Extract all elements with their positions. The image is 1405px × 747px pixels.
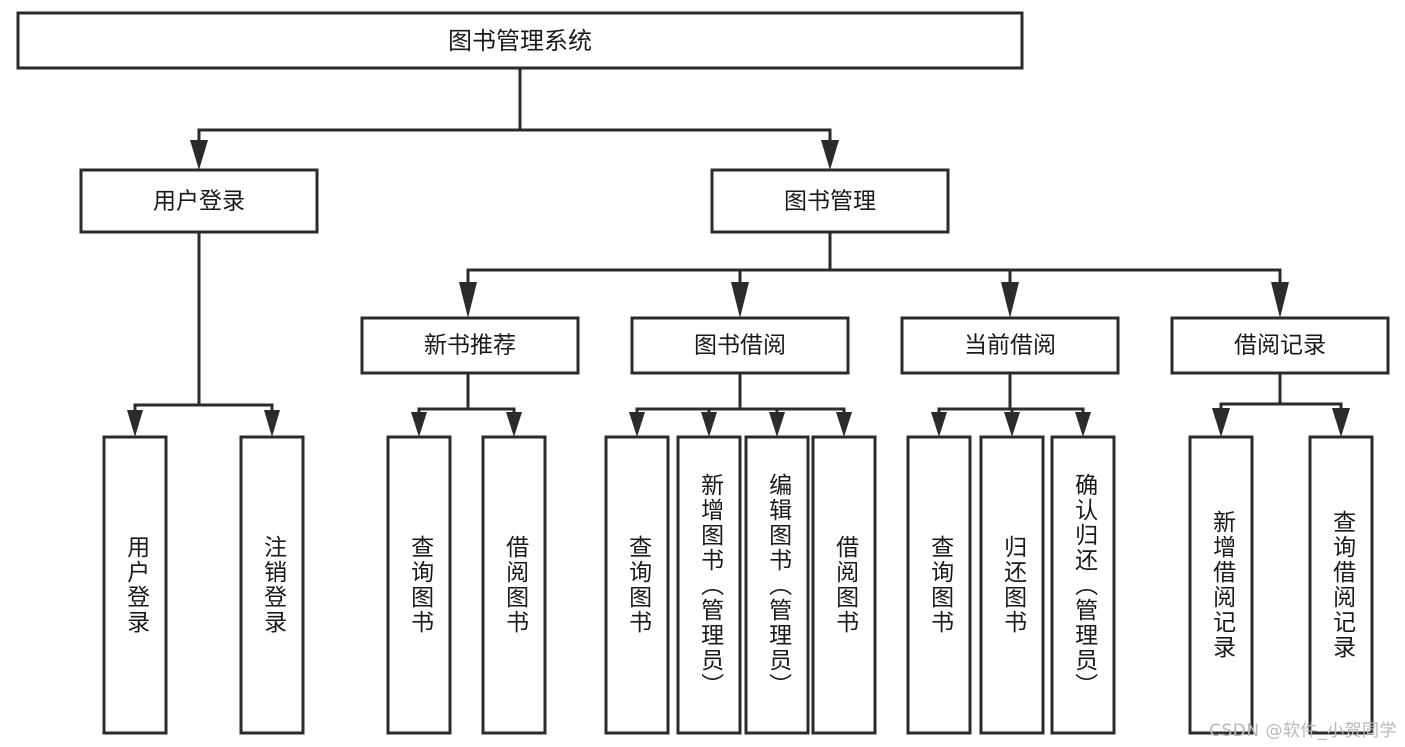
csdn-watermark: CSDN @软件_小贺同学 (1209, 721, 1397, 741)
arrow-head-leaf-query-book-a (411, 412, 427, 437)
node-label-root-system: 图书管理系统 (448, 27, 592, 55)
connector-group-book-mgmt (459, 230, 1289, 318)
leaf-box-return-book[interactable] (979, 435, 1045, 735)
arrow-head-leaf-query-book-c (931, 412, 947, 437)
node-current-borrow[interactable]: 当前借阅 (900, 316, 1120, 375)
arrow-head-leaf-confirm-return (1075, 412, 1091, 437)
leaf-box-group (102, 435, 1374, 735)
connector-group-borrow-record (1212, 371, 1350, 437)
leaf-box-edit-book[interactable] (744, 435, 810, 735)
arrow-head-borrow-record (1271, 282, 1289, 318)
node-root-system[interactable]: 图书管理系统 (16, 11, 1024, 70)
leaf-box-add-record[interactable] (1188, 435, 1254, 735)
leaf-box-query-book-a[interactable] (386, 435, 452, 735)
node-label-book-borrow: 图书借阅 (694, 333, 786, 359)
connector-group-book-borrow (629, 371, 852, 437)
arrow-head-leaf-add-record (1212, 408, 1230, 437)
arrow-head-user-login (190, 140, 208, 170)
arrow-head-leaf-return-book (1004, 412, 1020, 437)
arrow-head-leaf-user-login (127, 410, 143, 437)
node-book-management[interactable]: 图书管理 (710, 168, 950, 234)
node-label-current-borrow: 当前借阅 (964, 333, 1056, 359)
arrow-head-current-borrow (1001, 282, 1019, 318)
leaf-box-add-book[interactable] (676, 435, 742, 735)
leaf-box-query-record[interactable] (1308, 435, 1374, 735)
leaf-box-query-book-c[interactable] (906, 435, 972, 735)
leaf-box-user-login[interactable] (102, 435, 168, 735)
arrow-head-leaf-edit-book (769, 412, 785, 437)
arrow-head-book-borrow (731, 282, 749, 318)
arrow-head-leaf-borrow-book-b (836, 412, 852, 437)
node-label-user-login: 用户登录 (153, 189, 245, 215)
arrow-head-leaf-query-record (1332, 408, 1350, 437)
leaf-box-confirm-return[interactable] (1050, 435, 1116, 735)
node-label-borrow-record: 借阅记录 (1234, 333, 1326, 359)
node-user-login[interactable]: 用户登录 (79, 168, 319, 234)
arrow-head-leaf-borrow-book-a (506, 412, 522, 437)
node-book-borrow[interactable]: 图书借阅 (630, 316, 850, 375)
arrow-head-book-mgmt (821, 140, 839, 170)
connector-group-current-borrow (931, 371, 1091, 437)
node-label-new-book-recommend: 新书推荐 (424, 333, 516, 359)
node-new-book-recommend[interactable]: 新书推荐 (360, 316, 580, 375)
leaf-box-borrow-book-a[interactable] (481, 435, 547, 735)
arrow-head-new-book-rec (459, 282, 477, 318)
leaf-box-borrow-book-b[interactable] (811, 435, 877, 735)
connector-group-root (190, 66, 839, 170)
connector-group-user-login (127, 230, 280, 437)
arrow-head-leaf-query-book-b (629, 412, 645, 437)
connector-group-new-book-rec (411, 371, 522, 437)
leaf-box-logout[interactable] (239, 435, 305, 735)
leaf-box-query-book-b[interactable] (604, 435, 670, 735)
arrow-head-leaf-add-book (701, 412, 717, 437)
node-borrow-record[interactable]: 借阅记录 (1170, 316, 1390, 375)
arrow-head-leaf-logout (264, 410, 280, 437)
node-label-book-management: 图书管理 (784, 189, 876, 215)
